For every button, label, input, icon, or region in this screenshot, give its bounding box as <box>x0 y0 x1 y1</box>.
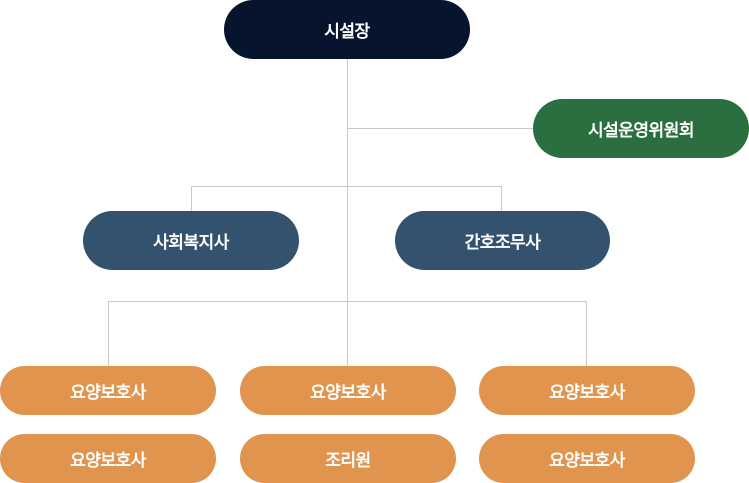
node-social-worker: 사회복지사 <box>83 211 299 270</box>
connector-manager-right <box>501 186 502 211</box>
node-committee: 시설운영위원회 <box>533 99 749 158</box>
node-cook: 조리원 <box>240 434 456 483</box>
node-nursing-assistant: 간호조무사 <box>395 211 610 270</box>
node-caregiver: 요양보호사 <box>0 366 216 415</box>
connector-staff-left <box>108 301 109 366</box>
connector-manager-left <box>191 186 192 211</box>
node-caregiver: 요양보호사 <box>0 434 216 483</box>
node-caregiver: 요양보호사 <box>479 434 695 483</box>
node-caregiver: 요양보호사 <box>479 366 695 415</box>
connector-managers-bar <box>191 186 502 187</box>
connector-staff-right <box>586 301 587 366</box>
connector-staff-bar <box>108 301 587 302</box>
connector-head-trunk <box>347 59 348 366</box>
connector-committee <box>347 128 533 129</box>
node-head: 시설장 <box>224 0 470 59</box>
node-caregiver: 요양보호사 <box>240 366 456 415</box>
